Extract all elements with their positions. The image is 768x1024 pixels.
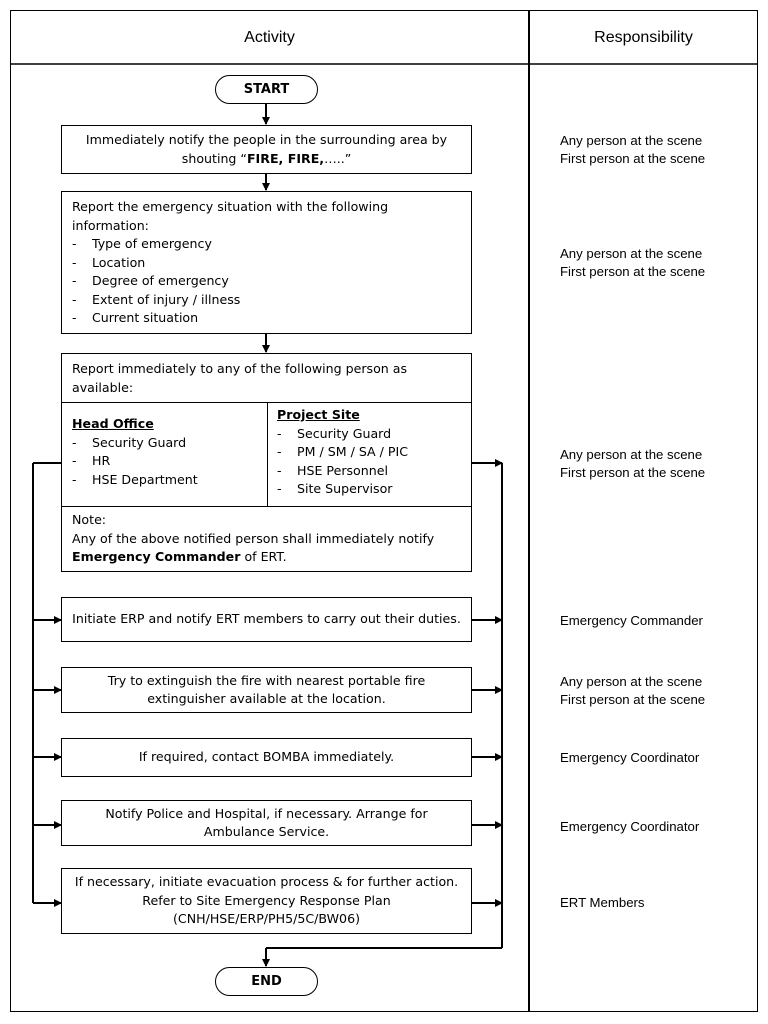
step3-intro: Report immediately to any of the followi… [72, 361, 408, 395]
start-terminal: START [215, 75, 318, 104]
step5-text: Try to extinguish the fire with nearest … [107, 672, 426, 707]
step4-text: Initiate ERP and notify ERT members to c… [72, 611, 461, 627]
list-item: Security Guard [72, 434, 262, 453]
list-item: Current situation [72, 309, 461, 328]
note-title: Note: [72, 512, 107, 527]
list-item: HSE Department [72, 471, 262, 490]
step3-divider-top [62, 402, 471, 403]
note-section: Note: Any of the above notified person s… [72, 511, 462, 567]
step2-list: Type of emergency Location Degree of eme… [72, 235, 461, 328]
step-report-persons: Report immediately to any of the followi… [61, 353, 472, 572]
step8-text: If necessary, initiate evacuation proces… [74, 874, 459, 927]
list-item: Degree of emergency [72, 272, 461, 291]
list-item: HSE Personnel [277, 462, 467, 481]
step-initiate-erp: Initiate ERP and notify ERT members to c… [61, 597, 472, 642]
responsibility-step3: Any person at the scene First person at … [560, 447, 706, 480]
responsibility-step1: Any person at the scene First person at … [560, 133, 706, 166]
end-terminal: END [215, 967, 318, 996]
step-notify-surrounding: Immediately notify the people in the sur… [61, 125, 472, 174]
responsibility-step6: Emergency Coordinator [560, 750, 700, 765]
step6-text: If required, contact BOMBA immediately. [138, 749, 395, 765]
step7-text: Notify Police and Hospital, if necessary… [105, 805, 428, 840]
responsibility-header: Responsibility [594, 29, 693, 46]
step3-divider-mid [267, 402, 268, 506]
list-item: HR [72, 452, 262, 471]
step-extinguish-fire: Try to extinguish the fire with nearest … [61, 667, 472, 713]
step3-divider-bottom [62, 506, 471, 507]
responsibility-step4: Emergency Commander [560, 613, 703, 628]
note-bold: Emergency Commander [72, 549, 241, 564]
step1-bold: FIRE, FIRE, [246, 150, 325, 166]
list-item: Site Supervisor [277, 480, 467, 499]
responsibility-step5: Any person at the scene First person at … [560, 674, 706, 707]
list-item: PM / SM / SA / PIC [277, 443, 467, 462]
start-label: START [243, 82, 290, 97]
end-label: END [251, 974, 282, 989]
head-office-title: Head Office [72, 416, 154, 431]
responsibility-step2: Any person at the scene First person at … [560, 246, 706, 279]
step2-intro: Report the emergency situation with the … [72, 199, 389, 233]
list-item: Type of emergency [72, 235, 461, 254]
project-site-section: Project Site Security Guard PM / SM / SA… [277, 406, 467, 499]
responsibility-step7: Emergency Coordinator [560, 819, 700, 834]
responsibility-step8: ERT Members [560, 895, 645, 910]
step-notify-police-hospital: Notify Police and Hospital, if necessary… [61, 800, 472, 846]
note-text: Any of the above notified person shall i… [72, 530, 435, 565]
project-site-title: Project Site [277, 407, 360, 422]
step-evacuation: If necessary, initiate evacuation proces… [61, 868, 472, 934]
head-office-section: Head Office Security Guard HR HSE Depart… [72, 415, 262, 489]
list-item: Extent of injury / illness [72, 291, 461, 310]
activity-header: Activity [244, 29, 295, 46]
step-report-emergency: Report the emergency situation with the … [61, 191, 472, 334]
list-item: Location [72, 254, 461, 273]
flowchart-frame [10, 10, 758, 1012]
step-contact-bomba: If required, contact BOMBA immediately. [61, 738, 472, 777]
list-item: Security Guard [277, 425, 467, 444]
step1-text: Immediately notify the people in the sur… [85, 132, 448, 166]
